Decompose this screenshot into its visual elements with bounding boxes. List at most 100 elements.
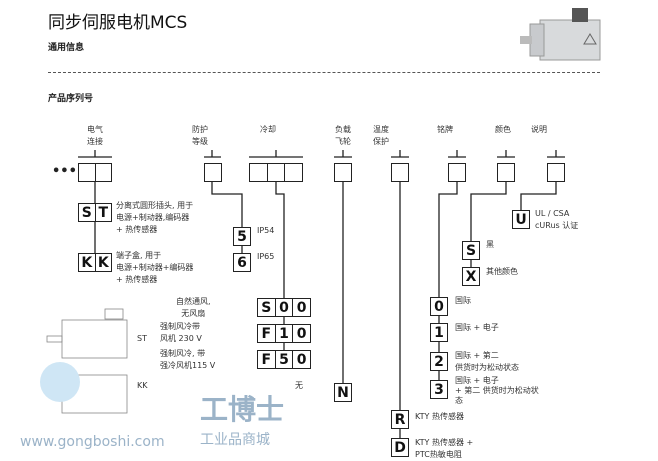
code-char bbox=[205, 164, 221, 181]
text: S bbox=[261, 299, 272, 316]
watermark-tagline: 工业品商城 bbox=[200, 432, 270, 448]
text: 自然通风, bbox=[176, 297, 211, 306]
code-5: 5 bbox=[233, 227, 251, 246]
text: 保护 bbox=[373, 137, 389, 146]
text: cURus 认证 bbox=[535, 221, 579, 230]
text: 6 bbox=[237, 254, 247, 271]
slot-electrical bbox=[78, 163, 112, 182]
code-char bbox=[266, 164, 285, 181]
text: + 热传感器 bbox=[116, 275, 158, 284]
desc-kk: 端子盒, 用于电源+制动器+编码器 + 热传感器 bbox=[116, 250, 193, 286]
code-2: 2 bbox=[430, 352, 448, 371]
text: 5 bbox=[274, 351, 293, 368]
code-char bbox=[94, 164, 112, 181]
text: 铭牌 bbox=[437, 125, 453, 134]
code-char bbox=[250, 164, 267, 181]
text: 电源+制动器+编码器 bbox=[116, 263, 194, 272]
col-protection-label: 防护等级 bbox=[185, 124, 215, 148]
code-x: X bbox=[462, 267, 480, 286]
code-char bbox=[284, 164, 302, 181]
col-color-label: 颜色 bbox=[490, 124, 516, 136]
watermark-url: www.gongboshi.com bbox=[20, 434, 165, 450]
text: 2 bbox=[434, 353, 444, 370]
slot-temp bbox=[391, 163, 409, 182]
text: 强制风冷带 bbox=[160, 322, 200, 331]
code-char bbox=[548, 164, 564, 181]
code-6: 6 bbox=[233, 253, 251, 272]
text: N bbox=[337, 384, 349, 401]
text: 1 bbox=[274, 325, 293, 342]
col-temp-label: 温度保护 bbox=[368, 124, 394, 148]
text: K bbox=[81, 254, 93, 271]
code-u: U bbox=[512, 210, 530, 229]
text: UL / CSA bbox=[535, 209, 570, 218]
desc-2: 国际 + 第二供货时为松动状态 bbox=[455, 350, 519, 374]
watermark-brand: 工博士 bbox=[200, 393, 285, 426]
desc-other-color: 其他颜色 bbox=[486, 267, 518, 276]
text: S bbox=[465, 242, 477, 259]
watermark-mascot-icon bbox=[40, 362, 80, 402]
text: F bbox=[261, 351, 272, 368]
desc-s00: 自然通风,无风扇 bbox=[176, 296, 211, 320]
text: PTC热敏电阻 bbox=[415, 450, 462, 459]
desc-black: 黑 bbox=[486, 240, 494, 249]
text: 1 bbox=[434, 324, 444, 341]
text: 电气 bbox=[87, 125, 103, 134]
desc-u: UL / CSA cURus 认证 bbox=[535, 208, 578, 232]
text: + 热传感器 bbox=[116, 225, 158, 234]
text: 国际 + 电子 bbox=[455, 376, 499, 385]
divider bbox=[48, 72, 600, 73]
text: 5 bbox=[237, 228, 247, 245]
slot-protection bbox=[204, 163, 222, 182]
desc-1: 国际 + 电子 bbox=[455, 323, 499, 332]
desc-d: KTY 热传感器 + PTC热敏电阻 bbox=[415, 437, 473, 461]
col-cooling-label: 冷却 bbox=[253, 124, 283, 136]
slot-flywheel bbox=[334, 163, 352, 182]
slot-color bbox=[497, 163, 515, 182]
code-3: 3 bbox=[430, 380, 448, 399]
code-s-black: S bbox=[462, 241, 480, 260]
text: 电源+制动器,编码器 bbox=[116, 213, 190, 222]
desc-st: 分离式圆形插头, 用于电源+制动器,编码器+ 热传感器 bbox=[116, 200, 193, 236]
text: 飞轮 bbox=[335, 137, 351, 146]
text: 连接 bbox=[87, 137, 103, 146]
desc-ip54: IP54 bbox=[257, 226, 275, 235]
text: KTY 热传感器 + bbox=[415, 438, 474, 447]
text: R bbox=[394, 411, 406, 428]
col-note-label: 说明 bbox=[526, 124, 552, 136]
text: 供货时为松动状态 bbox=[455, 363, 519, 372]
code-char bbox=[392, 164, 408, 181]
text: 风机 230 V bbox=[160, 334, 202, 343]
code-r: R bbox=[391, 410, 409, 429]
text: 负载 bbox=[335, 125, 351, 134]
code-1: 1 bbox=[430, 323, 448, 342]
text: 说明 bbox=[531, 125, 547, 134]
code-char bbox=[335, 164, 351, 181]
code-char bbox=[449, 164, 465, 181]
code-d: D bbox=[391, 438, 409, 457]
text: 端子盒, 用于 bbox=[116, 251, 162, 260]
text: S bbox=[81, 204, 92, 221]
motor-label-kk: KK bbox=[137, 381, 148, 390]
text: 0 bbox=[434, 298, 444, 315]
text: T bbox=[94, 204, 112, 221]
text: 防护 bbox=[192, 125, 208, 134]
text: 等级 bbox=[192, 137, 208, 146]
text: 温度 bbox=[373, 125, 389, 134]
slot-cooling bbox=[249, 163, 303, 182]
ellipsis: ••• bbox=[52, 164, 77, 179]
desc-3: 国际 + 电子+ 第二 供货时为松动状态 bbox=[455, 376, 539, 406]
text: 3 bbox=[434, 381, 444, 398]
page-title: 同步伺服电机MCS bbox=[48, 13, 188, 33]
text: 态 bbox=[455, 396, 463, 405]
desc-r: KTY 热传感器 bbox=[415, 412, 464, 421]
col-flywheel-label: 负载飞轮 bbox=[330, 124, 356, 148]
text: 0 bbox=[274, 299, 293, 316]
text: + 第二 供货时为松动状 bbox=[455, 386, 539, 395]
